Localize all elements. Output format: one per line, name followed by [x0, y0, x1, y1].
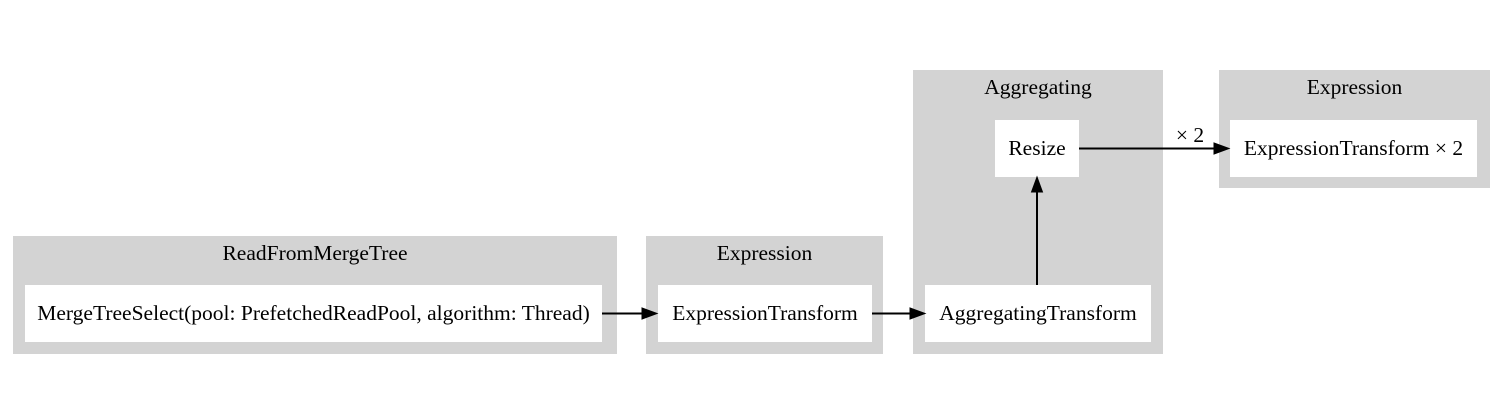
node-label-aggregatingtransform: AggregatingTransform	[939, 301, 1137, 325]
node-label-expressiontransform-x2: ExpressionTransform × 2	[1243, 136, 1464, 160]
cluster-title-aggregating: Aggregating	[984, 75, 1092, 99]
edge-label-x2: × 2	[1175, 123, 1205, 147]
node-expressiontransform: ExpressionTransform	[658, 285, 872, 342]
node-resize: Resize	[995, 120, 1079, 177]
cluster-title-readfrommergetree: ReadFromMergeTree	[222, 241, 408, 265]
node-label-mergetreeselect: MergeTreeSelect(pool: PrefetchedReadPool…	[37, 301, 590, 325]
node-label-resize: Resize	[1008, 136, 1066, 160]
cluster-title-expression: Expression	[716, 241, 813, 265]
node-mergetreeselect: MergeTreeSelect(pool: PrefetchedReadPool…	[25, 285, 602, 342]
node-label-expressiontransform: ExpressionTransform	[672, 301, 858, 325]
cluster-title-expression-2: Expression	[1306, 75, 1403, 99]
node-expressiontransform-x2: ExpressionTransform × 2	[1230, 120, 1477, 177]
node-aggregatingtransform: AggregatingTransform	[925, 285, 1151, 342]
